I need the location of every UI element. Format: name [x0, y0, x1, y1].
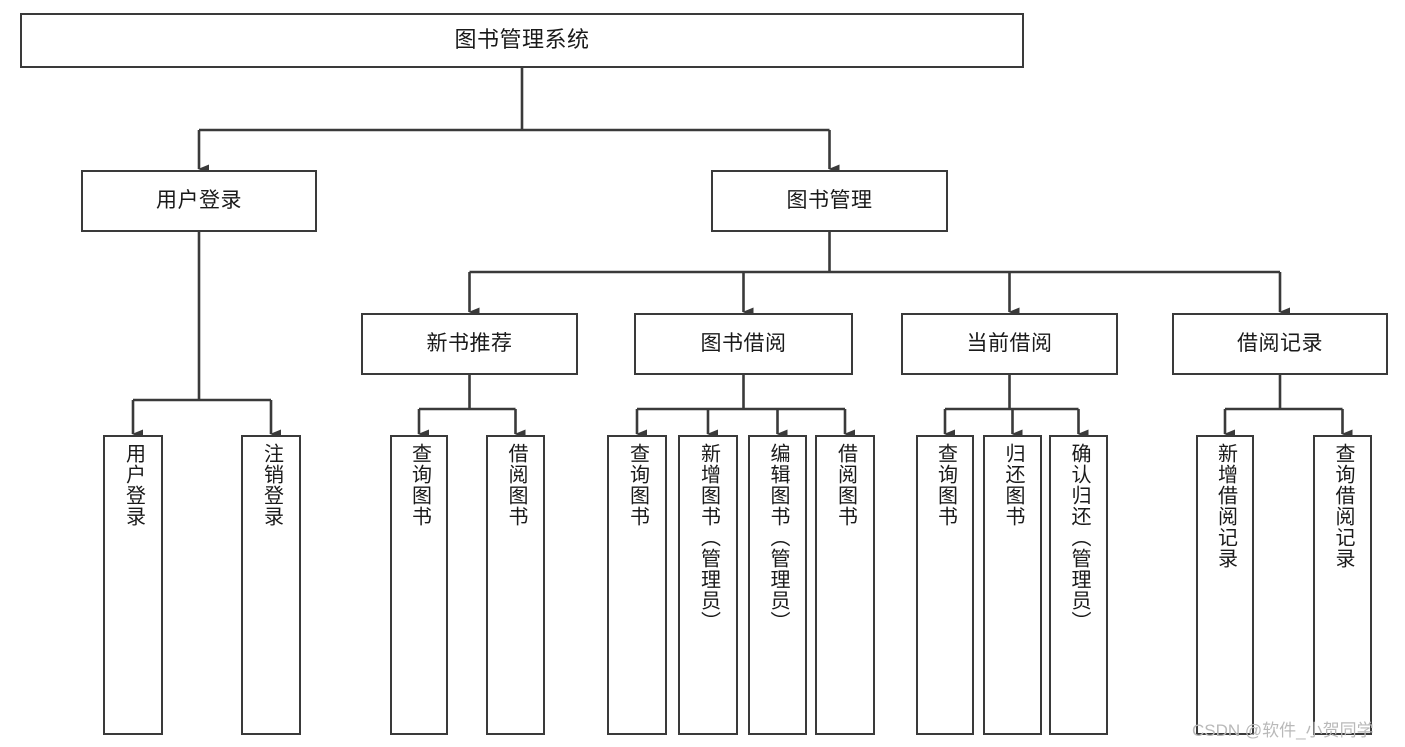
leaf-node-编辑图书管理员[interactable]: 编辑图书（管理员）: [748, 435, 807, 735]
node-label: 查询图书: [408, 443, 431, 527]
leaf-node-注销登录[interactable]: 注销登录: [241, 435, 301, 735]
level1-node-用户登录[interactable]: 用户登录: [81, 170, 317, 232]
node-label: 新书推荐: [426, 332, 513, 356]
node-label: 查询借阅记录: [1332, 443, 1354, 569]
node-label: 用户登录: [156, 189, 242, 213]
node-label: 归还图书: [1002, 443, 1024, 527]
level2-node-图书借阅[interactable]: 图书借阅: [634, 313, 853, 375]
leaf-node-查询借阅记录[interactable]: 查询借阅记录: [1313, 435, 1372, 735]
leaf-node-借阅图书[interactable]: 借阅图书: [815, 435, 875, 735]
node-label: 查询图书: [934, 443, 957, 527]
node-label: 图书管理系统: [454, 27, 590, 53]
node-label: 确认归还（管理员）: [1068, 443, 1090, 632]
node-label: 新增图书（管理员）: [697, 443, 720, 632]
node-label: 新增借阅记录: [1214, 443, 1237, 569]
node-label: 查询图书: [626, 443, 649, 527]
leaf-node-新增借阅记录[interactable]: 新增借阅记录: [1196, 435, 1254, 735]
leaf-node-用户登录[interactable]: 用户登录: [103, 435, 163, 735]
node-label: 图书管理: [786, 189, 873, 213]
node-label: 借阅记录: [1237, 332, 1323, 356]
level2-node-借阅记录[interactable]: 借阅记录: [1172, 313, 1388, 375]
node-label: 当前借阅: [966, 332, 1053, 356]
level2-node-新书推荐[interactable]: 新书推荐: [361, 313, 578, 375]
node-label: 注销登录: [260, 443, 283, 527]
node-label: 用户登录: [122, 443, 145, 527]
leaf-node-查询图书[interactable]: 查询图书: [390, 435, 448, 735]
node-label: 借阅图书: [505, 443, 527, 527]
level1-node-图书管理[interactable]: 图书管理: [711, 170, 948, 232]
leaf-node-查询图书[interactable]: 查询图书: [916, 435, 974, 735]
level2-node-当前借阅[interactable]: 当前借阅: [901, 313, 1118, 375]
leaf-node-新增图书管理员[interactable]: 新增图书（管理员）: [678, 435, 738, 735]
root-node-图书管理系统[interactable]: 图书管理系统: [20, 13, 1024, 68]
edge-paths: [131, 68, 1353, 439]
leaf-node-借阅图书[interactable]: 借阅图书: [486, 435, 545, 735]
node-label: 图书借阅: [700, 332, 787, 356]
leaf-node-归还图书[interactable]: 归还图书: [983, 435, 1042, 735]
leaf-node-查询图书[interactable]: 查询图书: [607, 435, 667, 735]
leaf-node-确认归还管理员[interactable]: 确认归还（管理员）: [1049, 435, 1108, 735]
node-label: 编辑图书（管理员）: [767, 443, 789, 632]
node-label: 借阅图书: [834, 443, 857, 527]
